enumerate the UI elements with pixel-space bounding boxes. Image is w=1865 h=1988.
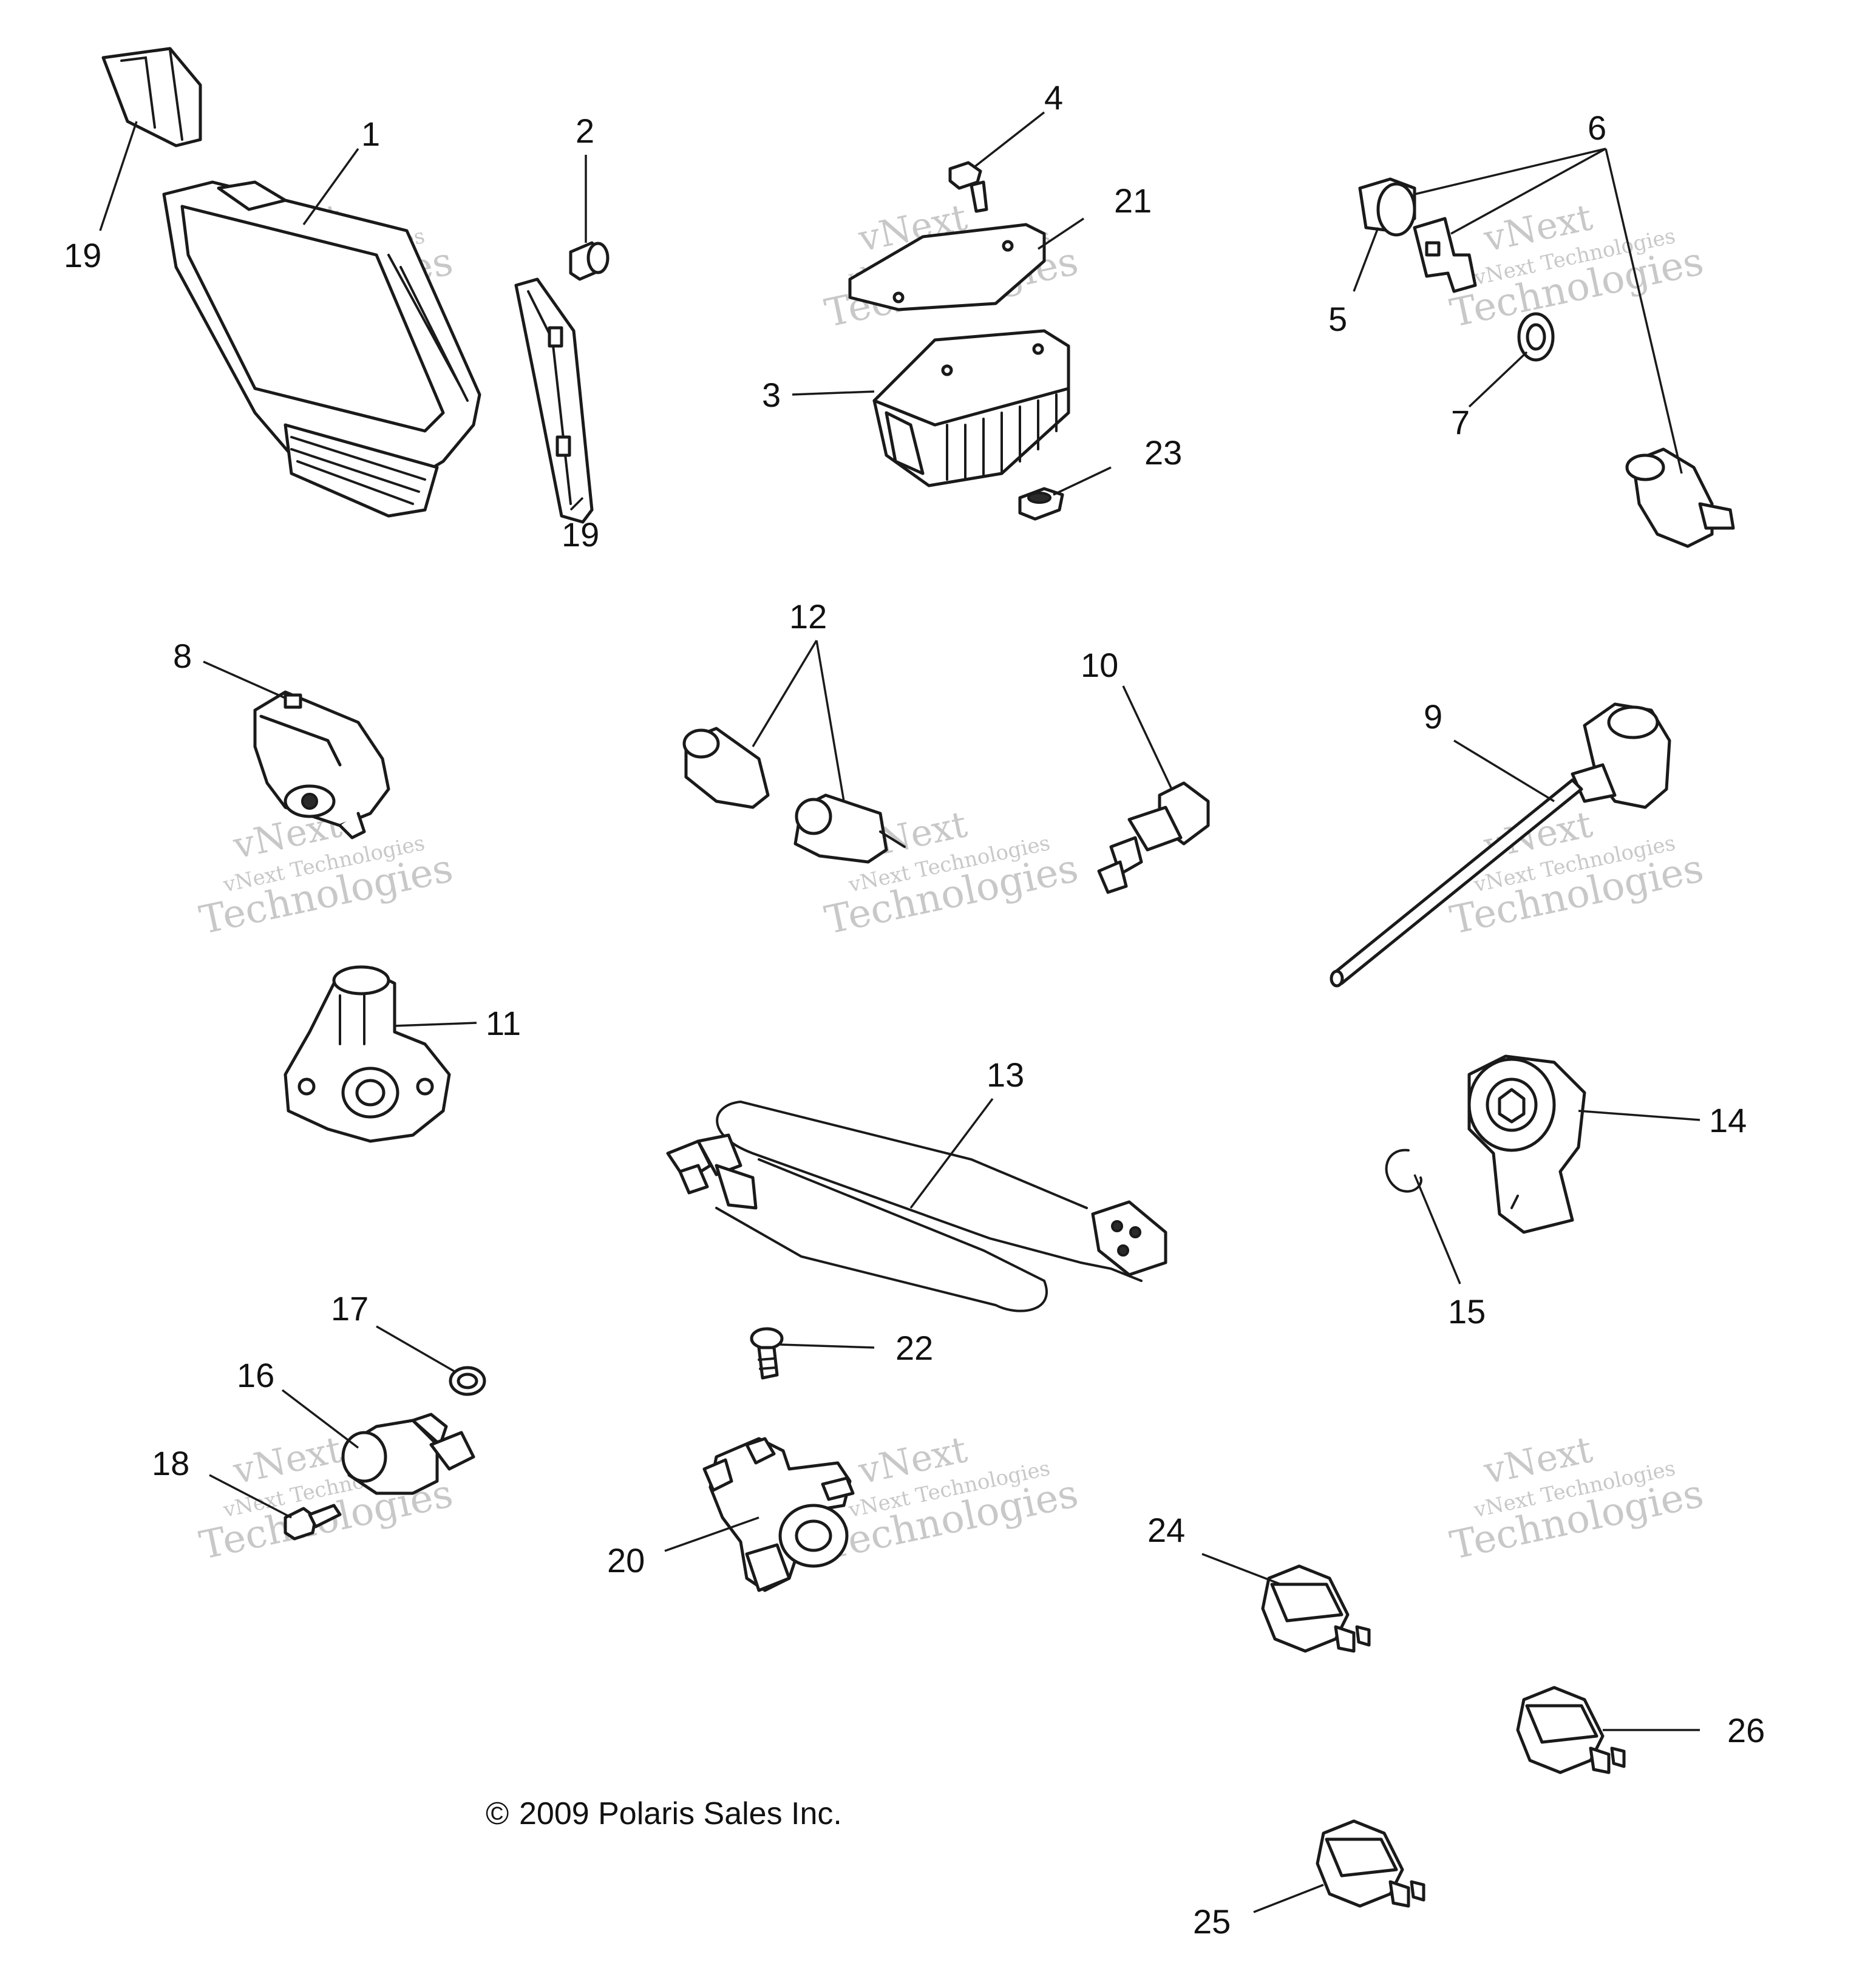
- leader-6a: [1414, 148, 1606, 195]
- leader-20: [664, 1516, 759, 1552]
- callout-25: 25: [1193, 1902, 1231, 1941]
- leader-15: [1413, 1174, 1461, 1284]
- callout-7: 7: [1451, 403, 1470, 441]
- callout-8: 8: [173, 637, 192, 675]
- callout-19-upper: 19: [64, 236, 101, 274]
- callout-18: 18: [152, 1444, 189, 1482]
- part-9-probe-sensor: [1330, 702, 1671, 988]
- leader-13: [909, 1097, 994, 1209]
- part-19-bracket-lower: [514, 277, 594, 524]
- copyright-symbol: ©: [486, 1796, 509, 1831]
- part-22-bolt: [750, 1327, 784, 1380]
- callout-2: 2: [576, 112, 594, 150]
- leader-21: [1038, 217, 1084, 250]
- callout-13: 13: [987, 1056, 1024, 1094]
- part-8-map-sensor: [253, 690, 390, 840]
- callout-5: 5: [1328, 300, 1347, 338]
- leader-25: [1253, 1884, 1324, 1913]
- callout-16: 16: [237, 1356, 274, 1394]
- leader-3: [792, 390, 875, 396]
- callout-20: 20: [607, 1541, 645, 1579]
- part-17-o-ring: [449, 1366, 486, 1396]
- part-10-temp-sensor: [1097, 781, 1210, 894]
- callout-4: 4: [1044, 78, 1063, 117]
- leader-22: [780, 1343, 875, 1349]
- part-12-caps: [682, 727, 906, 864]
- leader-4: [973, 111, 1045, 168]
- callout-3: 3: [762, 376, 781, 414]
- leader-1: [302, 148, 359, 226]
- leader-8: [203, 660, 286, 699]
- watermark-top-right: vNext vNext Technologies Technologies: [1446, 196, 1707, 336]
- leader-lines: [99, 111, 1700, 1913]
- leader-5: [1353, 227, 1379, 292]
- part-5-cap: [1358, 177, 1416, 237]
- leader-14: [1578, 1110, 1700, 1121]
- callout-14: 14: [1709, 1101, 1747, 1139]
- callout-17: 17: [331, 1289, 369, 1328]
- part-18-bolt: [284, 1504, 342, 1541]
- part-14-knock-sensor: [1467, 1054, 1586, 1234]
- part-20-idle-valve: [702, 1437, 855, 1592]
- part-4-screw: [948, 161, 988, 213]
- leader-19b: [569, 497, 584, 511]
- copyright-text: 2009 Polaris Sales Inc.: [519, 1796, 842, 1831]
- part-3-module: [872, 329, 1070, 487]
- part-15-clip: [1385, 1148, 1422, 1193]
- leader-24: [1201, 1553, 1282, 1586]
- part-1-ecu: [162, 180, 481, 518]
- part-24-switch: [1261, 1564, 1371, 1653]
- part-16-speed-sensor: [341, 1413, 475, 1495]
- leader-9: [1453, 739, 1555, 802]
- part-2-pin: [569, 241, 610, 281]
- part-21-cover: [848, 223, 1046, 311]
- part-6-key: [1413, 217, 1477, 293]
- leader-6c: [1605, 148, 1683, 474]
- leader-12a: [752, 640, 818, 747]
- part-26-switch: [1516, 1686, 1626, 1774]
- leader-23: [1053, 466, 1112, 496]
- leader-19a: [99, 121, 138, 231]
- leader-7: [1468, 351, 1528, 408]
- callout-1: 1: [361, 115, 380, 153]
- leader-11: [394, 1022, 477, 1027]
- part-25-switch: [1316, 1819, 1425, 1908]
- part-7-ring: [1517, 312, 1555, 362]
- callout-labels: 1 2 3 4 5 6 7 8 9 10 11 12 13 14 15 16 1…: [64, 78, 1765, 1941]
- leader-18: [209, 1474, 292, 1519]
- callout-24: 24: [1147, 1511, 1185, 1549]
- callout-23: 23: [1144, 433, 1182, 472]
- callout-12: 12: [789, 597, 827, 636]
- part-11-throttle-position-sensor: [284, 965, 451, 1143]
- callout-19-lower: 19: [562, 515, 599, 554]
- callout-15: 15: [1448, 1292, 1486, 1331]
- callout-9: 9: [1424, 697, 1442, 736]
- callout-6: 6: [1588, 109, 1606, 147]
- leader-10: [1122, 685, 1173, 790]
- leader-12b: [815, 640, 845, 802]
- callout-21: 21: [1114, 181, 1152, 220]
- part-6-ignition-switch: [1625, 447, 1735, 548]
- callout-10: 10: [1081, 646, 1118, 684]
- callout-22: 22: [895, 1329, 933, 1367]
- leader-17: [376, 1325, 456, 1373]
- part-19-bracket-upper: [101, 47, 202, 148]
- callout-26: 26: [1727, 1711, 1765, 1749]
- callout-11: 11: [486, 1004, 521, 1042]
- leader-6b: [1450, 148, 1606, 235]
- part-23-plug: [1018, 487, 1064, 521]
- copyright-notice: © 2009 Polaris Sales Inc.: [486, 1796, 842, 1831]
- part-13-sensor-harness: [666, 1100, 1167, 1312]
- leader-16: [281, 1389, 359, 1449]
- watermark-bottom-right: vNext vNext Technologies Technologies: [1446, 1428, 1707, 1569]
